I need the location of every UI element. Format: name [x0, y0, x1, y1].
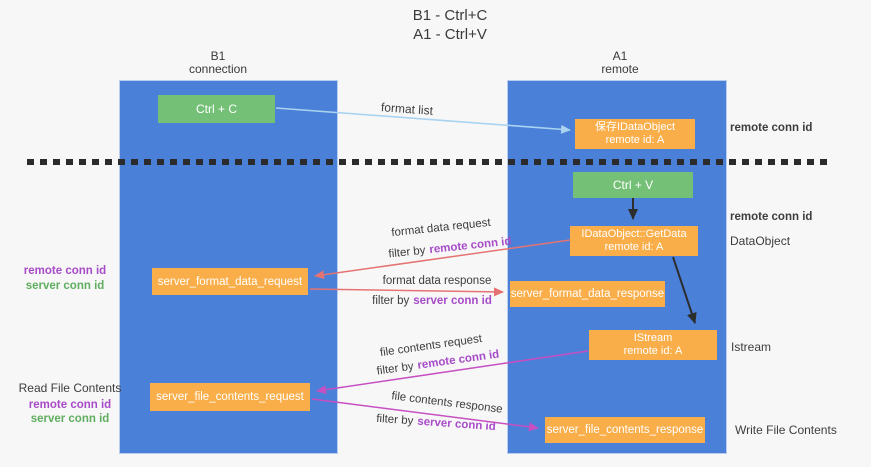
left-conn-id-block: remote conn id server conn id — [20, 264, 110, 293]
save-idataobject-line1: 保存IDataObject — [594, 120, 676, 133]
lane-header-b1: B1 connection — [158, 50, 278, 76]
ctrl-v-label: Ctrl + V — [612, 178, 654, 192]
left-remote-conn-id: remote conn id — [23, 265, 107, 277]
left-bottom-remote-conn-id: remote conn id — [28, 398, 112, 411]
istream-line2: remote id: A — [623, 345, 683, 357]
istream-line1: IStream — [633, 331, 673, 344]
node-ctrl-c: Ctrl + C — [158, 95, 275, 123]
getdata-line2: remote id: A — [604, 241, 664, 253]
title-line-1: B1 - Ctrl+C — [412, 7, 488, 24]
dashed-divider — [27, 159, 831, 165]
node-istream: IStream remote id: A — [589, 330, 717, 360]
node-save-idataobject: 保存IDataObject remote id: A — [575, 119, 695, 149]
format-data-request-label: format data request — [390, 216, 492, 240]
filter-by-text: filter by — [375, 412, 414, 428]
format-data-response-arrow — [309, 287, 504, 297]
lane-a1-subtitle: remote — [601, 62, 639, 76]
left-read-block: Read File Contents remote conn id server… — [16, 381, 124, 427]
getdata-line1: IDataObject::GetData — [581, 227, 687, 240]
filter-by-text: filter by — [372, 295, 410, 307]
node-server-format-data-response: server_format_data_response — [510, 281, 665, 307]
server-file-contents-response-label: server_file_contents_response — [546, 424, 704, 436]
server-format-data-response-label: server_format_data_response — [510, 288, 665, 300]
node-server-file-contents-request: server_file_contents_request — [150, 383, 310, 411]
server-conn-id-text: server conn id — [413, 295, 492, 307]
node-ctrl-v: Ctrl + V — [573, 172, 693, 198]
format-list-label: format list — [380, 100, 434, 118]
write-file-contents-label: Write File Contents — [735, 423, 837, 437]
right-remote-conn-id-mid: remote conn id — [730, 211, 813, 223]
right-remote-conn-id-top: remote conn id — [730, 122, 813, 134]
lane-a1-name: A1 — [612, 49, 628, 63]
filter-by-text: filter by — [387, 244, 427, 261]
file-contents-response-label: file contents response — [390, 390, 504, 416]
title-line-2: A1 - Ctrl+V — [413, 26, 487, 43]
diagram-title: B1 - Ctrl+C A1 - Ctrl+V — [330, 6, 570, 44]
ctrl-c-label: Ctrl + C — [195, 102, 237, 116]
format-data-response-label: format data response — [382, 275, 492, 287]
remote-conn-id-text: remote conn id — [428, 235, 513, 257]
read-file-contents-label: Read File Contents — [18, 381, 122, 395]
node-server-file-contents-response: server_file_contents_response — [545, 417, 705, 443]
filter-by-text: filter by — [376, 360, 415, 378]
node-idataobject-getdata: IDataObject::GetData remote id: A — [570, 226, 698, 256]
lane-b1-subtitle: connection — [188, 62, 248, 76]
server-conn-id-text: server conn id — [416, 415, 497, 434]
left-bottom-server-conn-id: server conn id — [30, 413, 110, 425]
lane-header-a1: A1 remote — [560, 50, 680, 76]
lane-b1-name: B1 — [210, 49, 226, 63]
istream-side-label: Istream — [731, 340, 772, 354]
server-format-data-request-label: server_format_data_request — [157, 275, 303, 288]
node-server-format-data-request: server_format_data_request — [152, 268, 308, 295]
save-idataobject-line2: remote id: A — [605, 134, 665, 146]
left-server-conn-id: server conn id — [25, 279, 105, 292]
dataobject-label: DataObject — [730, 234, 791, 248]
server-file-contents-request-label: server_file_contents_request — [156, 391, 304, 403]
